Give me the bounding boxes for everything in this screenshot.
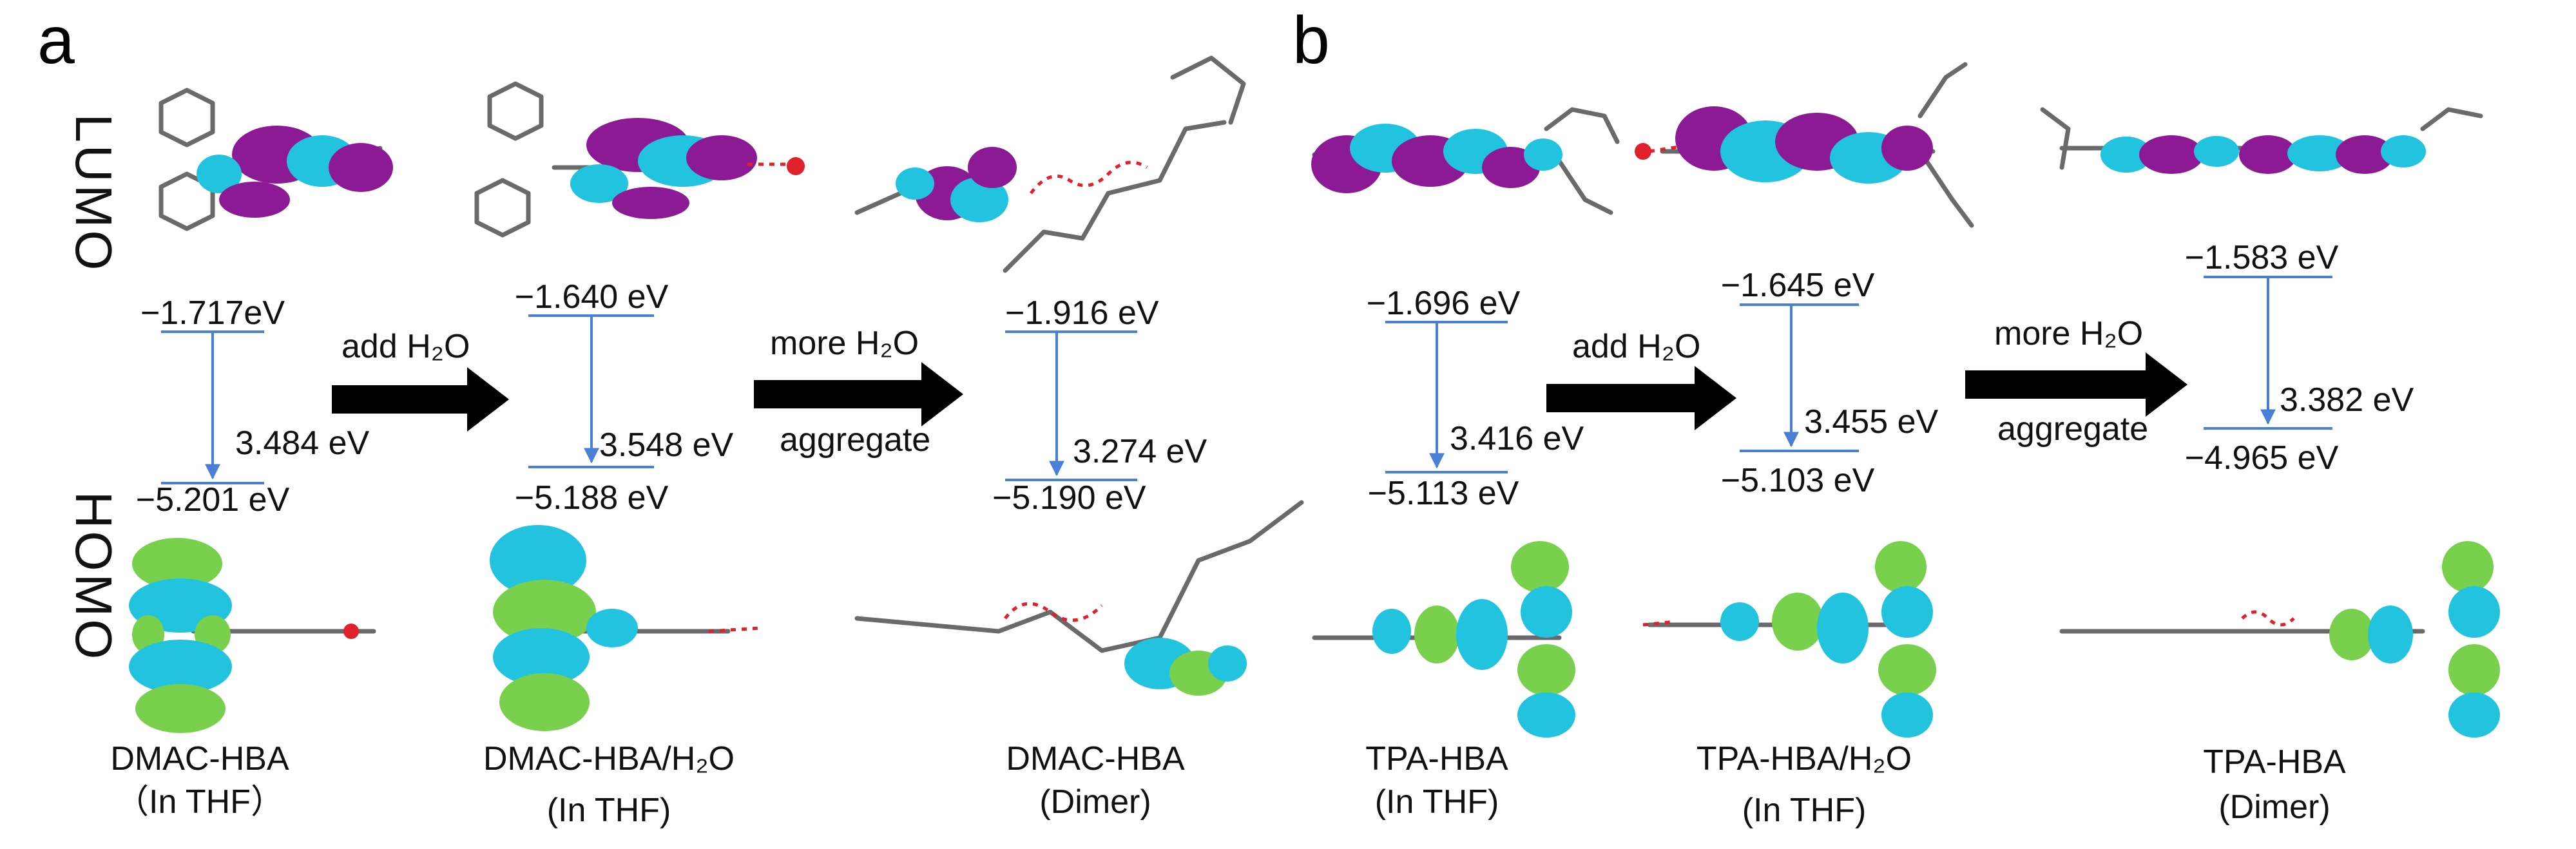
black-arrow-icon	[754, 362, 963, 426]
dmac-hba-water-lumo-molecule-image	[474, 81, 805, 238]
energy-level-diagram-dmac-dimer: −1.916 eV 3.274 eV −5.190 eV	[992, 294, 1207, 517]
step-label-top: more H₂O	[770, 325, 919, 362]
step-label-bottom: aggregate	[780, 421, 930, 459]
tpa-hba-water-homo-molecule-image	[1642, 541, 1936, 738]
caption-line-1: TPA-HBA/H₂O	[1697, 740, 1912, 777]
caption-line-2: (Dimer)	[1039, 783, 1151, 821]
energy-level-diagram-tpa-dimer: −1.583 eV 3.382 eV −4.965 eV	[2185, 239, 2414, 477]
caption-line-1: DMAC-HBA/H₂O	[483, 740, 735, 777]
lumo-energy-value: −1.696 eV	[1367, 285, 1521, 322]
caption-line-1: TPA-HBA	[1365, 740, 1508, 777]
step-label-top: add H₂O	[1572, 328, 1700, 365]
tpa-hba-dimer-lumo-molecule-image	[2040, 107, 2483, 174]
caption-dmac-water: DMAC-HBA/H₂O (In THF)	[483, 740, 735, 829]
energy-level-diagram-tpa-water: −1.645 eV 3.455 eV −5.103 eV	[1721, 267, 1939, 499]
step-arrow-b1: add H₂O	[1546, 328, 1736, 430]
black-arrow-icon	[1546, 366, 1736, 430]
homo-energy-value: −5.113 eV	[1368, 475, 1519, 512]
black-arrow-icon	[332, 367, 509, 432]
caption-line-2: (In THF)	[547, 792, 671, 829]
dmac-hba-dimer-lumo-molecule-image	[854, 55, 1246, 273]
homo-label: HOMO	[65, 491, 122, 662]
homo-energy-value: −5.188 eV	[515, 479, 669, 517]
gap-value: 3.455 eV	[1804, 403, 1938, 441]
lumo-energy-value: −1.640 eV	[515, 278, 669, 316]
gap-value: 3.548 eV	[599, 426, 733, 464]
gap-value: 3.416 eV	[1450, 420, 1584, 457]
gap-value: 3.484 eV	[235, 424, 369, 462]
caption-line-1: TPA-HBA	[2203, 743, 2346, 781]
caption-tpa-dimer: TPA-HBA (Dimer)	[2203, 743, 2346, 826]
homo-energy-value: −5.103 eV	[1721, 462, 1875, 499]
homo-energy-value: −4.965 eV	[2185, 439, 2339, 477]
energy-level-diagram-dmac-water: −1.640 eV 3.548 eV −5.188 eV	[515, 278, 734, 517]
gap-value: 3.382 eV	[2280, 381, 2414, 419]
caption-tpa-thf: TPA-HBA (In THF)	[1365, 740, 1508, 821]
gap-value: 3.274 eV	[1073, 433, 1207, 470]
step-arrow-a1: add H₂O	[332, 328, 509, 432]
caption-dmac-thf: DMAC-HBA （In THF）	[110, 740, 289, 821]
caption-line-2: (In THF)	[1742, 792, 1867, 829]
step-label-top: more H₂O	[1994, 315, 2143, 352]
tpa-hba-lumo-molecule-image	[1311, 107, 1620, 215]
tpa-hba-dimer-homo-molecule-image	[2059, 541, 2500, 738]
panel-letter-a: a	[37, 3, 75, 78]
lumo-energy-value: −1.916 eV	[1005, 294, 1159, 332]
lumo-energy-value: −1.645 eV	[1721, 267, 1875, 304]
dmac-hba-water-homo-molecule-image	[490, 525, 761, 731]
step-label-top: add H₂O	[341, 328, 470, 365]
caption-tpa-water: TPA-HBA/H₂O (In THF)	[1697, 740, 1912, 829]
black-arrow-icon	[1965, 352, 2187, 417]
lumo-energy-value: −1.717eV	[140, 294, 285, 332]
dmac-hba-homo-molecule-image	[129, 538, 376, 733]
caption-line-1: DMAC-HBA	[110, 740, 289, 777]
caption-line-2: （In THF）	[115, 783, 284, 821]
caption-line-2: (Dimer)	[2218, 788, 2330, 826]
caption-dmac-dimer: DMAC-HBA (Dimer)	[1006, 740, 1185, 821]
homo-energy-value: −5.190 eV	[992, 479, 1146, 517]
homo-energy-value: −5.201 eV	[136, 481, 290, 519]
lumo-energy-value: −1.583 eV	[2185, 239, 2339, 276]
energy-level-diagram-dmac-thf: −1.717eV 3.484 eV −5.201 eV	[136, 294, 370, 519]
caption-line-2: (In THF)	[1375, 783, 1499, 821]
step-arrow-a2: more H₂O aggregate	[754, 325, 963, 459]
energy-level-diagram-tpa-thf: −1.696 eV 3.416 eV −5.113 eV	[1367, 285, 1584, 512]
caption-line-1: DMAC-HBA	[1006, 740, 1185, 777]
dmac-hba-lumo-molecule-image	[159, 88, 393, 231]
tpa-hba-homo-molecule-image	[1312, 541, 1575, 738]
step-label-bottom: aggregate	[1997, 410, 2148, 448]
panel-letter-b: b	[1293, 3, 1330, 78]
step-arrow-b2: more H₂O aggregate	[1965, 315, 2187, 448]
dmac-hba-dimer-homo-molecule-image	[854, 500, 1304, 696]
lumo-label: LUMO	[65, 113, 122, 272]
tpa-hba-water-lumo-molecule-image	[1635, 62, 1974, 228]
